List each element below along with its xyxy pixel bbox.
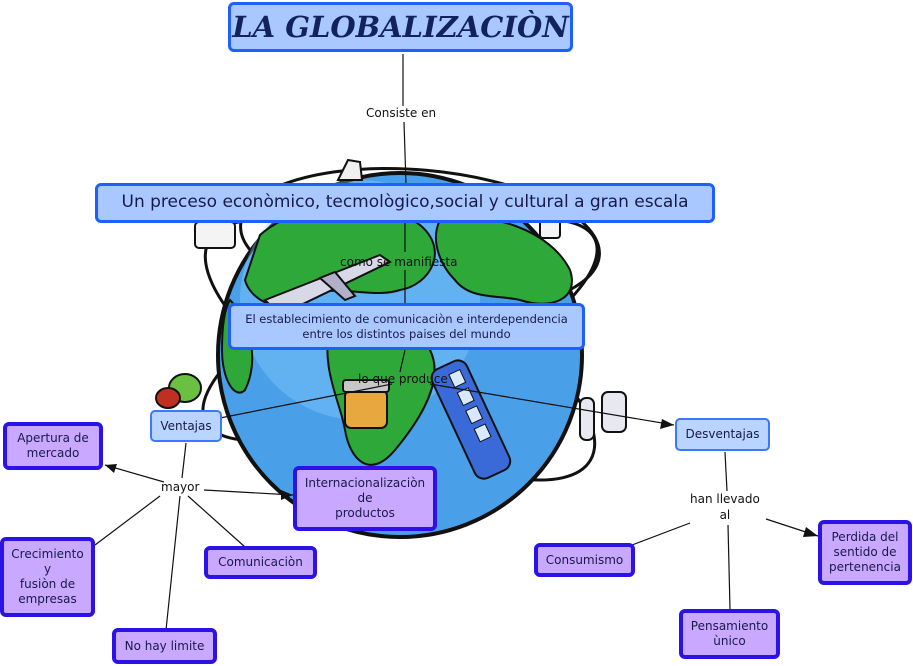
desventajas-box: Desventajas <box>675 418 770 451</box>
internacionalizacion-box: Internacionalizaciòn de productos <box>293 466 437 531</box>
pensamiento-text: Pensamiento <box>691 619 768 634</box>
definition-box: Un preceso econòmico, tecmològico,social… <box>95 183 715 223</box>
crecimiento-text: y <box>44 562 51 577</box>
crecimiento-text: fusiòn de <box>20 577 75 592</box>
internacionalizacion-text: Internacionalizaciòn <box>305 476 425 491</box>
perdida-text: pertenencia <box>829 560 901 575</box>
no-hay-limite-box: No hay limite <box>112 628 217 664</box>
fruit-icon <box>156 374 201 408</box>
link-label: como se manifiesta <box>340 255 457 271</box>
crecimiento-text: empresas <box>18 592 77 607</box>
manifestation-text: El establecimiento de comunicaciòn e int… <box>245 312 568 326</box>
consumismo-box: Consumismo <box>534 543 635 577</box>
comunicacion-text: Comunicaciòn <box>218 555 303 570</box>
link-label: lo que produce <box>358 372 448 388</box>
link-label-line: han llevado <box>690 492 760 508</box>
definition-text: Un preceso econòmico, tecmològico,social… <box>122 192 689 213</box>
page-title: LA GLOBALIZACIÒN <box>232 9 568 45</box>
apertura-text: Apertura de <box>17 431 89 446</box>
apertura-box: Apertura de mercado <box>3 422 103 470</box>
ventajas-label: Ventajas <box>160 419 211 434</box>
link-label: mayor <box>161 480 199 496</box>
internacionalizacion-text: productos <box>335 506 395 521</box>
crecimiento-box: Crecimiento y fusiòn de empresas <box>0 537 95 617</box>
crecimiento-text: Crecimiento <box>11 547 83 562</box>
pensamiento-box: Pensamiento ùnico <box>679 609 780 659</box>
perdida-text: Perdida del <box>832 530 899 545</box>
consumismo-text: Consumismo <box>546 553 624 568</box>
internacionalizacion-text: de <box>358 491 373 506</box>
title-box: LA GLOBALIZACIÒN <box>228 2 573 52</box>
desventajas-label: Desventajas <box>686 427 760 442</box>
link-label: Consiste en <box>366 106 436 122</box>
link-label: han llevado al <box>690 492 760 523</box>
link-label-line: al <box>690 508 760 524</box>
pensamiento-text: ùnico <box>713 634 745 649</box>
apertura-text: mercado <box>27 446 80 461</box>
no-hay-limite-text: No hay limite <box>125 639 205 654</box>
ventajas-box: Ventajas <box>150 410 222 442</box>
manifestation-text: entre los distintos paises del mundo <box>302 327 510 341</box>
comunicacion-box: Comunicaciòn <box>204 546 317 579</box>
perdida-box: Perdida del sentido de pertenencia <box>818 520 912 585</box>
perdida-text: sentido de <box>833 545 896 560</box>
manifestation-box: El establecimiento de comunicaciòn e int… <box>228 303 585 350</box>
